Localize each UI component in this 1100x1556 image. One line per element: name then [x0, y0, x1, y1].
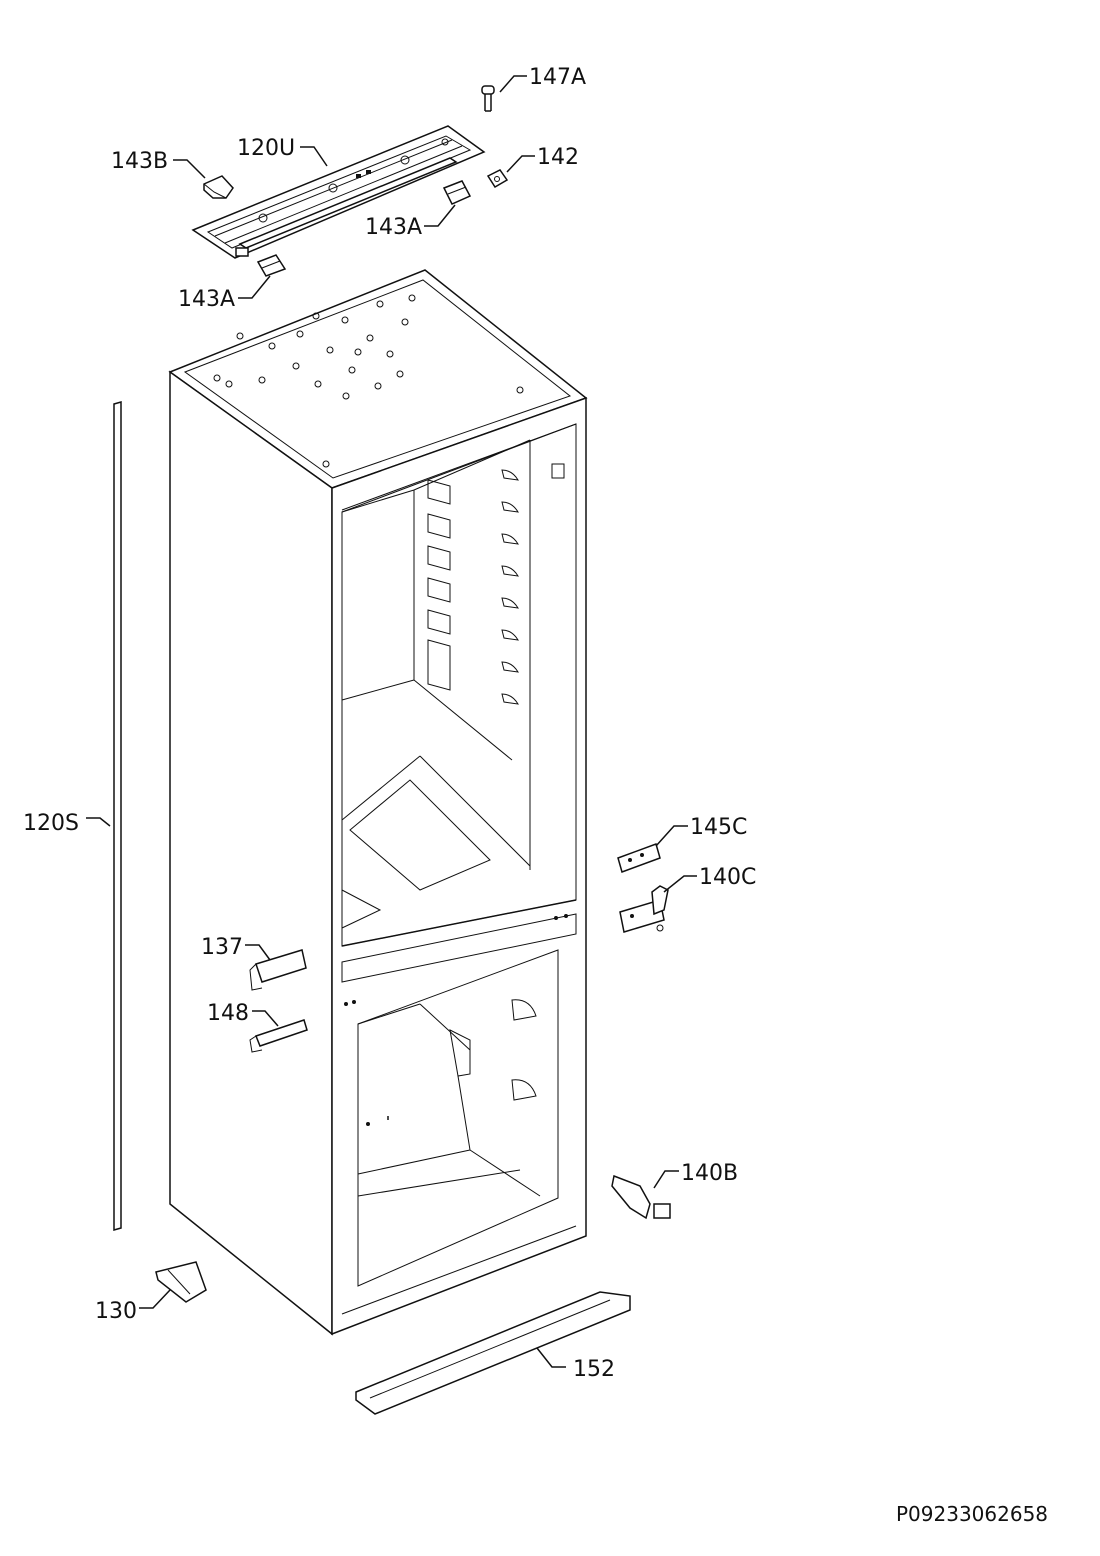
part-130-foot — [155, 1261, 207, 1303]
part-120s-side-strip — [113, 401, 122, 1231]
part-137-bracket — [249, 949, 307, 991]
part-140b-lower-hinge — [611, 1174, 671, 1220]
part-148-bracket — [249, 1019, 308, 1053]
shelf-supports-right — [501, 469, 519, 705]
callout-152: 152 — [573, 1357, 615, 1382]
leader-lines — [86, 75, 697, 1368]
drawing-reference-number: P09233062658 — [896, 1502, 1048, 1526]
cabinet-body — [168, 269, 588, 1336]
callout-147a: 147A — [529, 65, 586, 90]
top-mounting-holes — [213, 294, 524, 468]
callout-143b: 143B — [111, 149, 168, 174]
callout-148: 148 — [207, 1001, 249, 1026]
part-140c-upper-hinge — [619, 885, 669, 933]
callout-142: 142 — [537, 145, 579, 170]
part-120u-top-cover-rail — [191, 125, 486, 259]
part-145c-plate — [617, 843, 661, 873]
fridge-compartment — [341, 423, 577, 947]
callout-140c: 140C — [699, 865, 756, 890]
part-147a-screw — [481, 85, 495, 112]
callout-140b: 140B — [681, 1161, 738, 1186]
freezer-compartment — [341, 949, 577, 1315]
callout-120u: 120U — [237, 136, 295, 161]
callout-130: 130 — [95, 1299, 137, 1324]
part-152-bottom-rail — [355, 1291, 631, 1415]
callout-145c: 145C — [690, 815, 747, 840]
part-143a-bracket-left — [256, 254, 287, 277]
part-142-plate — [486, 169, 509, 189]
mullion — [341, 913, 577, 1006]
callout-137: 137 — [201, 935, 243, 960]
part-143b-cap — [203, 175, 234, 199]
callout-143a-left: 143A — [178, 287, 235, 312]
callout-120s: 120S — [23, 811, 79, 836]
callout-143a-right: 143A — [365, 215, 422, 240]
part-143a-bracket-right — [442, 180, 472, 205]
shelf-supports-left — [427, 479, 451, 691]
callout-labels: 147A 120U 143B 142 143A 143A 120S 145C 1… — [23, 65, 756, 1382]
